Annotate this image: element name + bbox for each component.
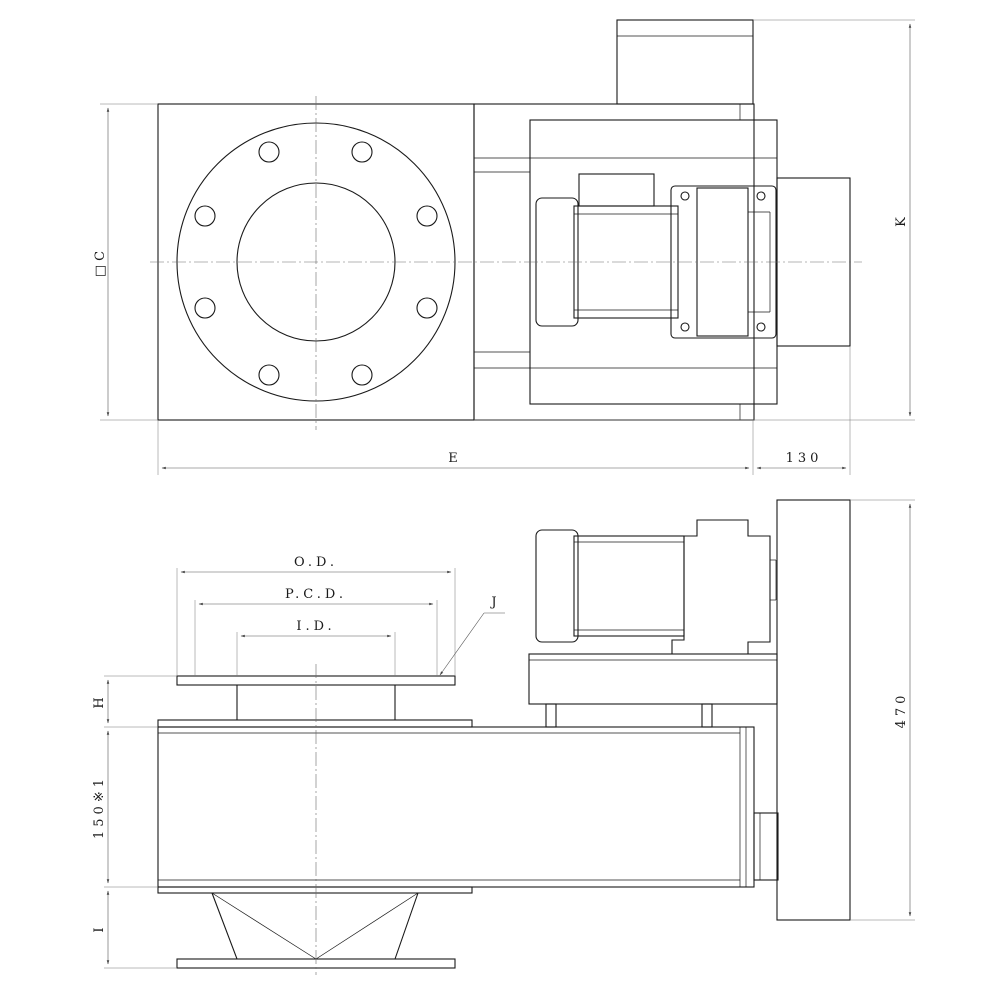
body-bottom-plate [157,886,473,894]
dim-150-label: 150※1 [92,775,107,839]
side-motor-fan-cover [535,529,579,643]
side-view: O.D. P.C.D. I.D. J H 150※1 I 470 [92,499,915,975]
dim-c-label: □C [93,247,108,277]
side-gear-reducer [671,519,771,655]
dim-e-label: E [448,451,462,466]
bolt-hole [351,364,373,386]
shaft-stub [753,812,779,881]
side-end-plate [776,499,851,921]
bolt-hole [416,205,438,227]
bolt-hole [416,297,438,319]
dim-130-label: 130 [786,451,823,466]
dim-id-label: I.D. [296,619,335,634]
mount-hole [680,322,690,332]
mount-hole [756,322,766,332]
terminal-box [578,173,655,207]
mount-hole [680,191,690,201]
bolt-hole [194,297,216,319]
side-motor-body [573,535,685,637]
mount-hole [756,191,766,201]
discharge-hopper [211,892,419,960]
motor-platform [528,653,778,705]
gearbox-top-box [616,19,754,105]
dim-j-label: J [489,595,500,610]
bolt-hole [258,141,280,163]
dim-k-label: K [894,213,909,227]
dim-i-label: I [92,923,107,932]
bolt-hole [351,141,373,163]
dim-pcd-label: P.C.D. [285,587,347,602]
dim-470-label: 470 [894,692,909,729]
bolt-hole [194,205,216,227]
bolt-holes [194,141,438,386]
bolt-hole [258,364,280,386]
body-top-plate [157,719,473,728]
dim-h-label: H [92,693,107,708]
main-body [157,726,755,888]
dim-od-label: O.D. [294,555,338,570]
plan-view: □C E 130 K [93,19,915,475]
